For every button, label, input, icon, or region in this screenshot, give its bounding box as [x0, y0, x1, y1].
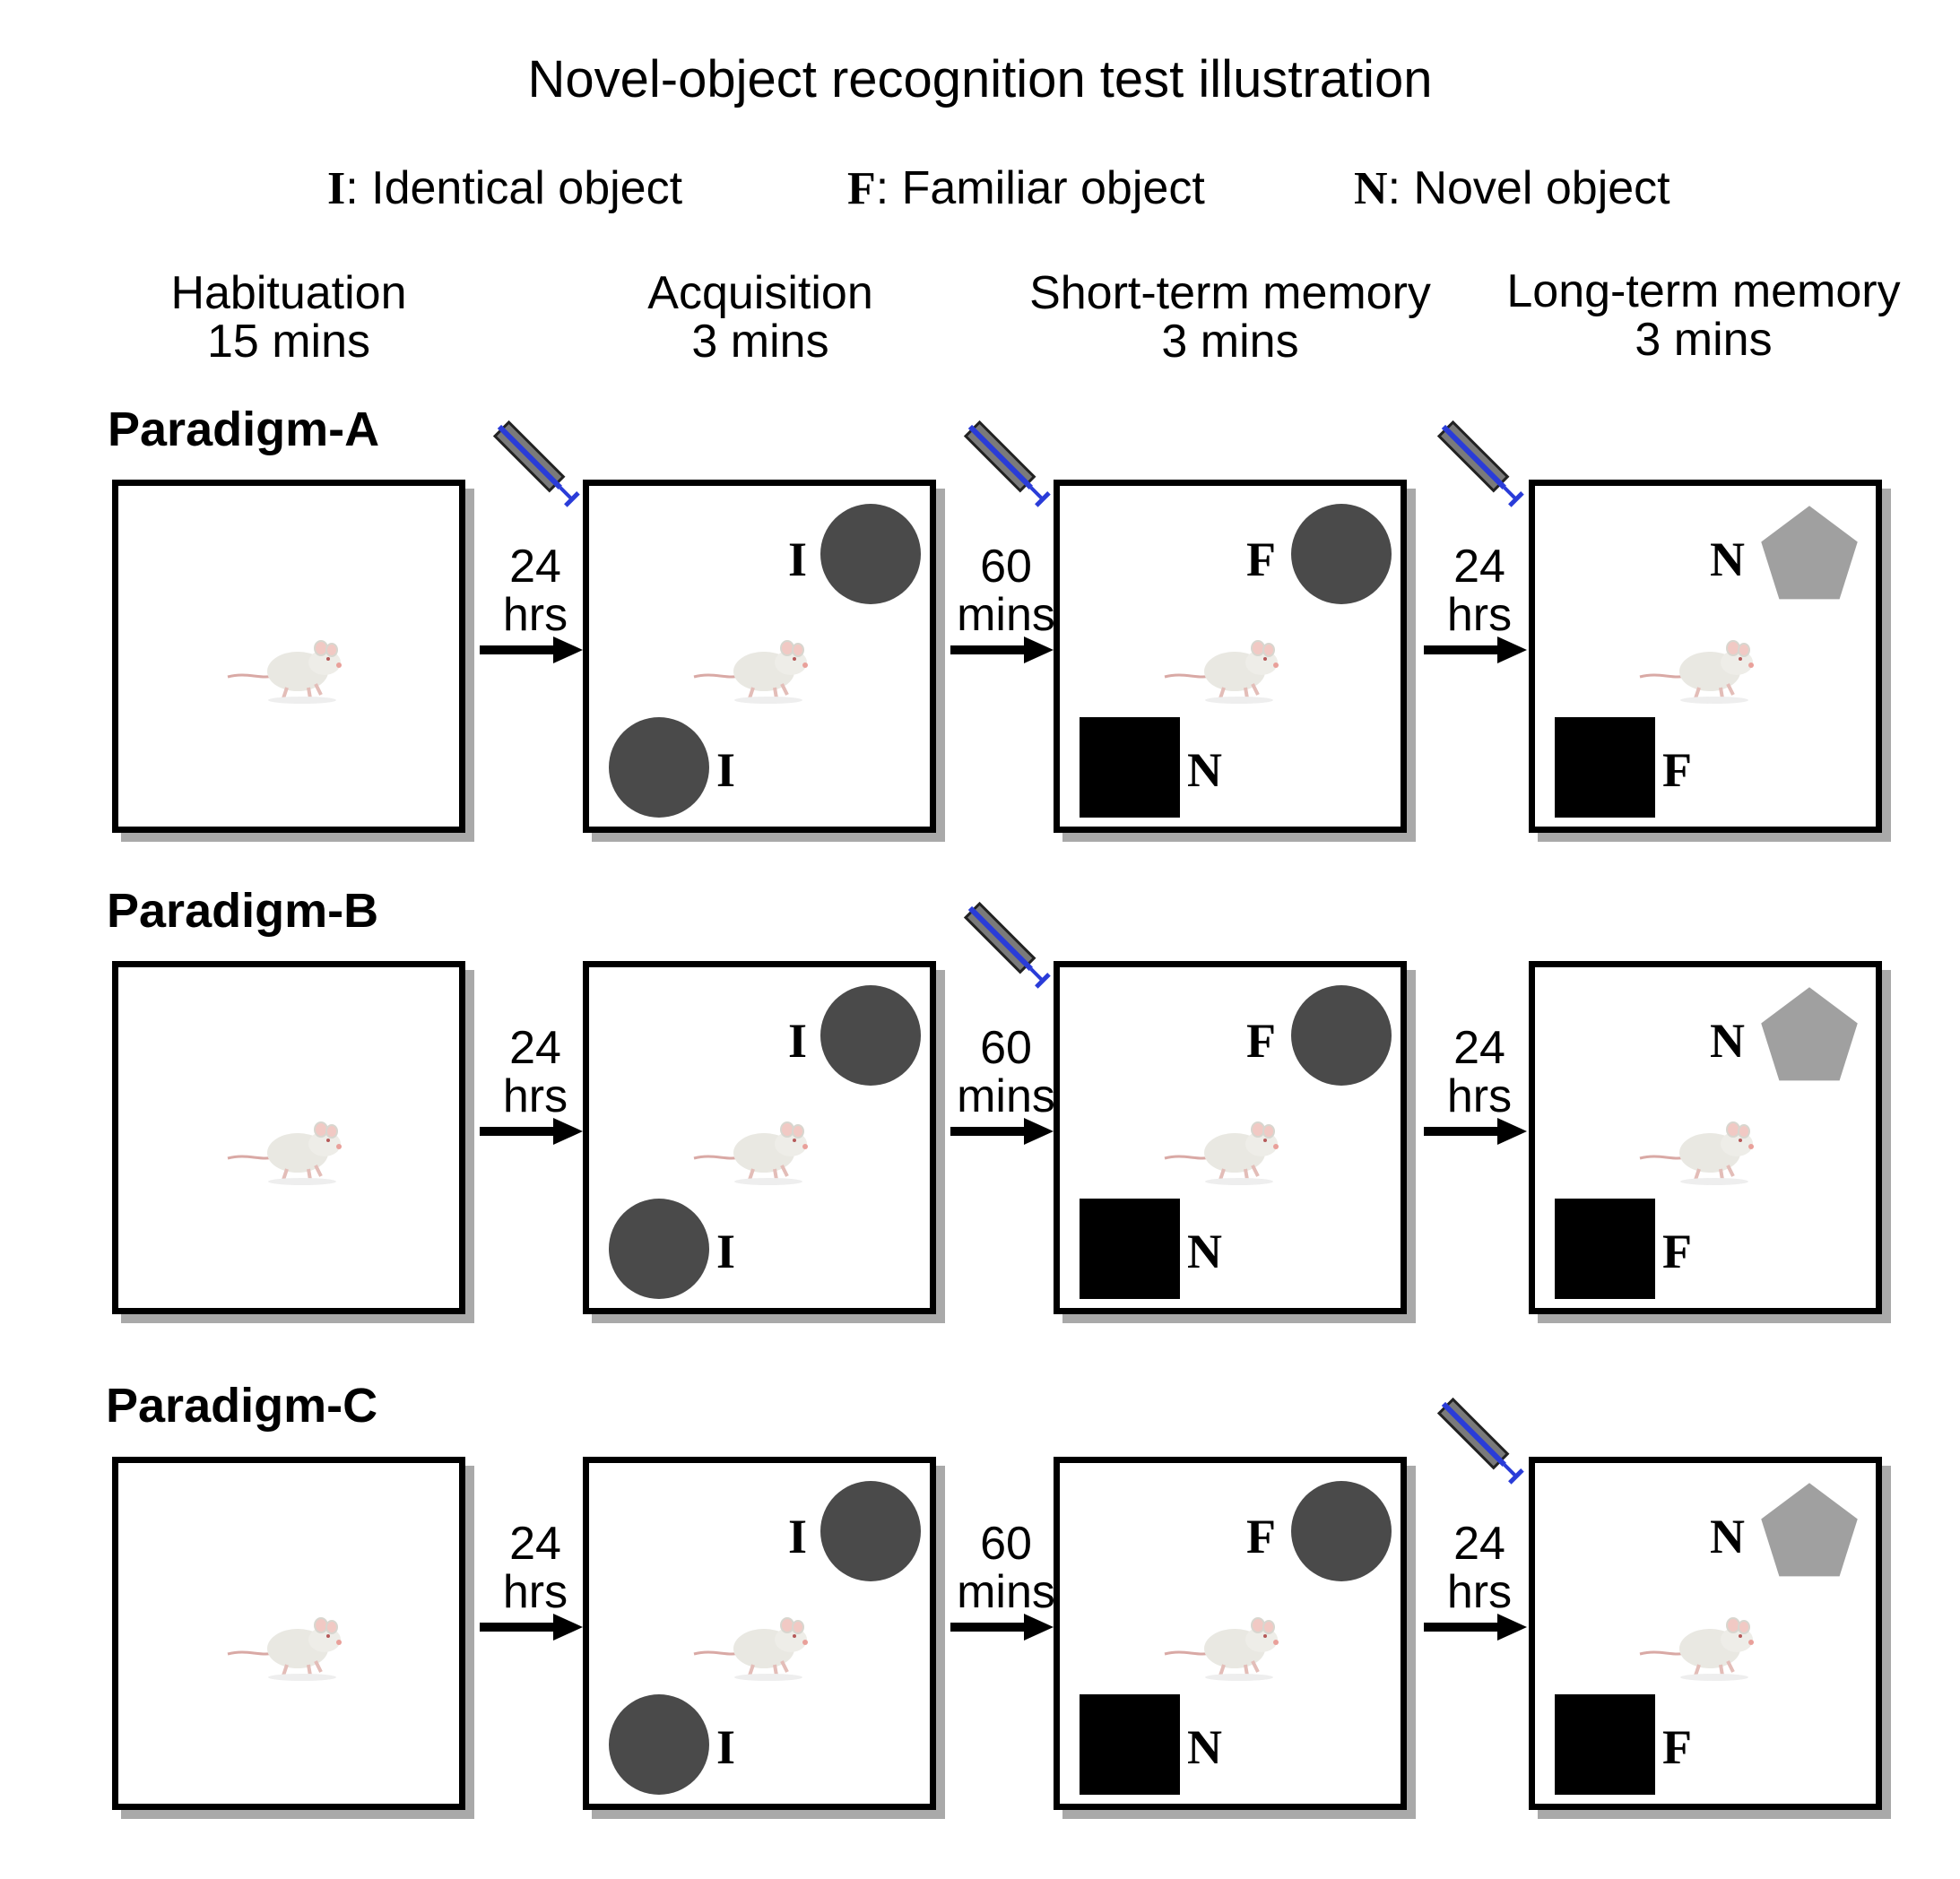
- paradigm-label: Paradigm-B: [107, 884, 379, 938]
- rat-icon: [1164, 1121, 1279, 1185]
- legend-familiar: F: Familiar object: [847, 162, 1205, 214]
- paradigm-label: Paradigm-C: [106, 1379, 378, 1433]
- object-label: I: [716, 1225, 736, 1278]
- legend-identical: I: Identical object: [327, 162, 683, 214]
- object-label: F: [1662, 743, 1692, 797]
- syringe-icon: [1436, 1397, 1524, 1485]
- arrow-icon: [1424, 1118, 1527, 1145]
- paradigm-label: Paradigm-A: [108, 403, 380, 456]
- object-label: N: [1187, 743, 1222, 797]
- object-label: F: [1246, 533, 1276, 586]
- novel-object-pentagon: [1761, 506, 1858, 600]
- familiar-object-square: [1555, 1694, 1655, 1795]
- rat-icon: [1639, 1121, 1754, 1185]
- object-label: F: [1662, 1225, 1692, 1278]
- figure-title: Novel-object recognition test illustrati…: [527, 50, 1433, 108]
- rat-icon: [1639, 1617, 1754, 1681]
- object-label: N: [1187, 1720, 1222, 1774]
- object-label: F: [1246, 1510, 1276, 1563]
- familiar-object-circle: [1291, 1481, 1392, 1581]
- arrow-icon: [480, 1118, 583, 1145]
- object-label: N: [1187, 1225, 1222, 1278]
- identical-object-circle: [820, 1481, 921, 1581]
- rat-icon: [1164, 640, 1279, 704]
- object-label: F: [1246, 1014, 1276, 1068]
- arrow-icon: [1424, 1614, 1527, 1641]
- arrow-icon: [480, 1614, 583, 1641]
- arrow-icon: [1424, 636, 1527, 663]
- familiar-object-square: [1555, 717, 1655, 818]
- rat-icon: [693, 640, 808, 704]
- syringe-icon: [492, 420, 580, 507]
- rat-icon: [1164, 1617, 1279, 1681]
- object-label: I: [788, 533, 808, 586]
- novel-object-square: [1080, 1199, 1180, 1299]
- rat-icon: [1639, 640, 1754, 704]
- object-label: N: [1710, 1014, 1745, 1068]
- object-label: F: [1662, 1720, 1692, 1774]
- object-label: N: [1710, 533, 1745, 586]
- object-label: I: [788, 1510, 808, 1563]
- identical-object-circle: [609, 1694, 709, 1795]
- identical-object-circle: [609, 1199, 709, 1299]
- object-label: I: [788, 1014, 808, 1068]
- familiar-object-square: [1555, 1199, 1655, 1299]
- arrow-icon: [950, 1614, 1054, 1641]
- novel-object-square: [1080, 1694, 1180, 1795]
- novel-object-pentagon: [1761, 987, 1858, 1081]
- object-label: I: [716, 1720, 736, 1774]
- syringe-icon: [963, 901, 1051, 989]
- rat-icon: [227, 1121, 342, 1185]
- arena-habituation: [112, 480, 465, 833]
- novel-object-pentagon: [1761, 1483, 1858, 1577]
- object-label: I: [716, 743, 736, 797]
- arrow-icon: [950, 636, 1054, 663]
- legend-novel: N: Novel object: [1354, 162, 1670, 214]
- arrow-icon: [950, 1118, 1054, 1145]
- identical-object-circle: [609, 717, 709, 818]
- syringe-icon: [1436, 420, 1524, 507]
- syringe-icon: [963, 420, 1051, 507]
- rat-icon: [227, 1617, 342, 1681]
- arena-habituation: [112, 1457, 465, 1810]
- identical-object-circle: [820, 504, 921, 604]
- object-label: N: [1710, 1510, 1745, 1563]
- identical-object-circle: [820, 985, 921, 1086]
- novel-object-square: [1080, 717, 1180, 818]
- familiar-object-circle: [1291, 504, 1392, 604]
- rat-icon: [693, 1617, 808, 1681]
- arrow-icon: [480, 636, 583, 663]
- rat-icon: [227, 640, 342, 704]
- arena-habituation: [112, 961, 465, 1314]
- rat-icon: [693, 1121, 808, 1185]
- familiar-object-circle: [1291, 985, 1392, 1086]
